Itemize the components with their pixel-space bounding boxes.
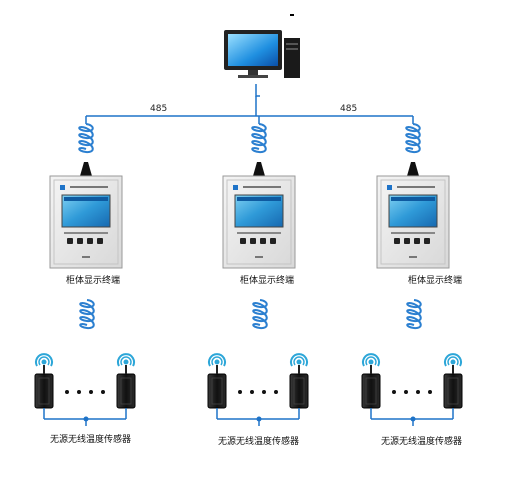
ellipsis-dot: [416, 390, 420, 394]
wireless-signal-icon: [208, 353, 226, 367]
sensor-icon: [34, 353, 54, 419]
bus-label-left: 485: [150, 104, 168, 114]
wireless-signal-icon: [35, 353, 53, 367]
sensor-icon: [443, 353, 463, 419]
wireless-signal-icon: [290, 353, 308, 367]
sensor-icon: [116, 353, 136, 419]
computer-cable: [255, 84, 260, 97]
display-terminal-icon: [49, 175, 123, 269]
antenna-coil-icon: [251, 123, 267, 154]
sensor-label-2: 无源无线温度传感器: [218, 437, 300, 447]
ellipsis-dot: [428, 390, 432, 394]
wireless-signal-icon: [117, 353, 135, 367]
sensor-link-coil-icon: [252, 299, 268, 330]
ellipsis-dot: [65, 390, 69, 394]
terminal-label-1: 柜体显示终端: [66, 276, 121, 286]
display-terminal-icon: [376, 175, 450, 269]
sensor-label-3: 无源无线温度传感器: [381, 437, 463, 447]
passive-wireless-sensor-group: [361, 353, 463, 426]
ellipsis-dot: [392, 390, 396, 394]
sensor-icon: [289, 353, 309, 419]
ellipsis-dot: [238, 390, 242, 394]
ellipsis-dot: [250, 390, 254, 394]
ellipsis-dot: [101, 390, 105, 394]
wireless-signal-icon: [444, 353, 462, 367]
sensor-link-coil-icon: [79, 299, 95, 330]
terminal-label-3: 柜体显示终端: [408, 276, 463, 286]
ellipsis-dot: [89, 390, 93, 394]
ellipsis-dot: [404, 390, 408, 394]
bus-label-right: 485: [340, 104, 358, 114]
ellipsis-dot: [274, 390, 278, 394]
antenna-connector-icon: [253, 162, 265, 176]
ellipsis-dot: [77, 390, 81, 394]
antenna-connector-icon: [80, 162, 92, 176]
passive-wireless-sensor-group: [207, 353, 309, 426]
computer-icon: [224, 14, 300, 78]
sensor-icon: [207, 353, 227, 419]
passive-wireless-sensor-group: [34, 353, 136, 426]
antenna-connector-icon: [407, 162, 419, 176]
antenna-coil-icon: [405, 123, 421, 154]
wireless-signal-icon: [362, 353, 380, 367]
ellipsis-dot: [262, 390, 266, 394]
antenna-coil-icon: [78, 123, 94, 154]
display-terminal-icon: [222, 175, 296, 269]
terminal-label-2: 柜体显示终端: [240, 276, 295, 286]
sensor-label-1: 无源无线温度传感器: [50, 435, 132, 445]
sensor-link-coil-icon: [406, 299, 422, 330]
sensor-icon: [361, 353, 381, 419]
